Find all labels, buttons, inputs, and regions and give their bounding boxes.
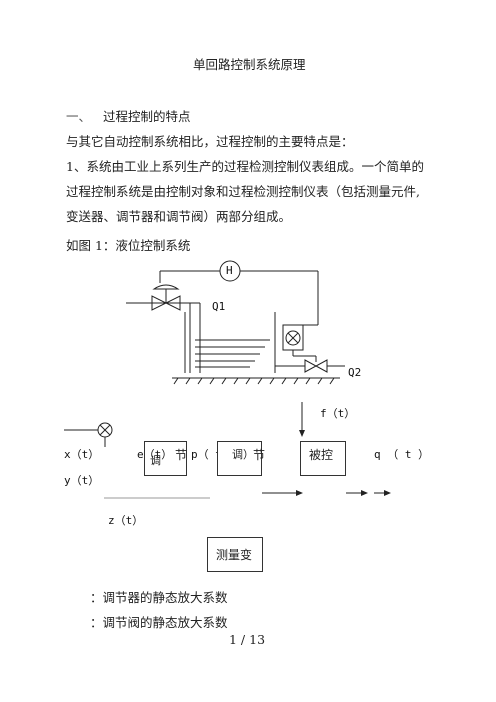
inflow-label: Q1: [212, 300, 226, 313]
controller-char: 节: [175, 448, 188, 462]
transmitter-circle: [285, 330, 301, 346]
valve-label: 调）: [232, 448, 254, 461]
paragraph-line: 过程控制系统是由控制对象和过程检测控制仪表（包括测量元件,: [66, 184, 420, 199]
section-title: 过程控制的特点: [103, 109, 191, 124]
measurement-label: y（t）: [64, 474, 100, 487]
output-label: q （ t ）: [374, 448, 430, 461]
p-label: p（ t: [191, 448, 222, 461]
definition-line: ：调节器的静态放大系数: [90, 590, 228, 605]
disturbance-label: f（t）: [320, 407, 356, 420]
valve-block: [217, 441, 262, 476]
paragraph-line: 变送器、调节器和调节阀）两部分组成。: [66, 209, 292, 224]
controller-char: 调: [150, 454, 161, 467]
paragraph-intro: 与其它自动控制系统相比，过程控制的主要特点是：: [66, 134, 354, 149]
paragraph-line: 1、系统由工业上系列生产的过程检测控制仪表组成。一个简单的: [66, 159, 424, 174]
inlet-valve-left: [151, 295, 168, 311]
level-indicator-label: H: [226, 264, 233, 277]
definition-line: ：调节阀的静态放大系数: [90, 615, 228, 630]
z-label: z（t）: [108, 514, 144, 527]
controller-block: [144, 441, 187, 476]
page-number: 1 / 13: [229, 632, 266, 647]
section-number: 一、: [66, 109, 92, 124]
inlet-valve-right: [164, 295, 181, 311]
measurement-block-label: 测量变: [216, 548, 253, 562]
plant-block: [300, 441, 346, 476]
outflow-label: Q2: [348, 366, 362, 379]
setpoint-label: x（t）: [64, 448, 100, 461]
doc-title: 单回路控制系统原理: [193, 57, 306, 72]
plant-label: 被控: [309, 448, 334, 462]
error-label: e（t）: [137, 448, 173, 461]
measurement-block: [207, 537, 263, 572]
valve-label: 节: [253, 448, 266, 462]
figure-caption: 如图 1：液位控制系统: [66, 238, 191, 253]
